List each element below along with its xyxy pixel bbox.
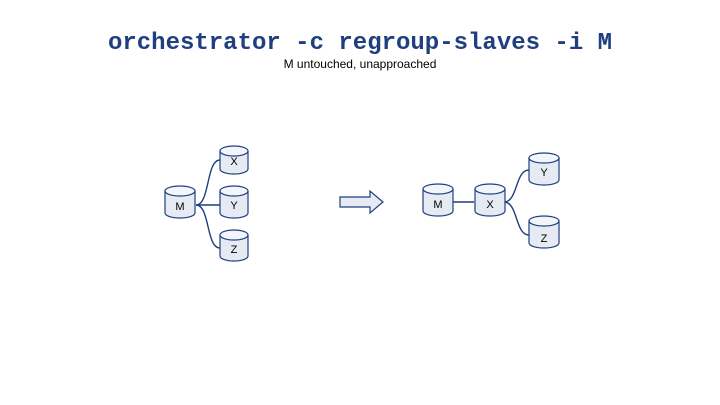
before-node-z: Z — [219, 229, 249, 262]
before-node-m: M — [164, 185, 196, 219]
before-node-y-label: Y — [230, 200, 238, 212]
before-topology: M X Y Z — [164, 145, 249, 262]
after-node-x-label: X — [486, 199, 494, 211]
after-node-m-label: M — [433, 199, 442, 211]
before-edge-m-x — [195, 159, 221, 206]
after-edge-x-z — [503, 201, 530, 236]
after-node-x: X — [474, 183, 506, 217]
after-edge-x-y — [503, 169, 530, 203]
before-edge-m-z — [195, 204, 221, 249]
slide-title: orchestrator -c regroup-slaves -i M — [107, 30, 613, 57]
before-node-x: X — [219, 145, 249, 175]
after-node-m: M — [422, 183, 454, 217]
before-node-z-label: Z — [231, 244, 238, 256]
before-node-m-label: M — [175, 201, 184, 213]
before-node-x-label: X — [230, 156, 238, 168]
after-topology: M X Y Z — [422, 152, 560, 249]
after-node-z-label: Z — [541, 233, 548, 245]
after-node-y-label: Y — [540, 167, 548, 179]
after-node-y: Y — [528, 152, 560, 186]
slide-subtitle: M untouched, unapproached — [283, 57, 437, 71]
after-node-z: Z — [528, 215, 560, 249]
transition-arrow — [339, 189, 384, 215]
before-node-y: Y — [219, 185, 249, 219]
